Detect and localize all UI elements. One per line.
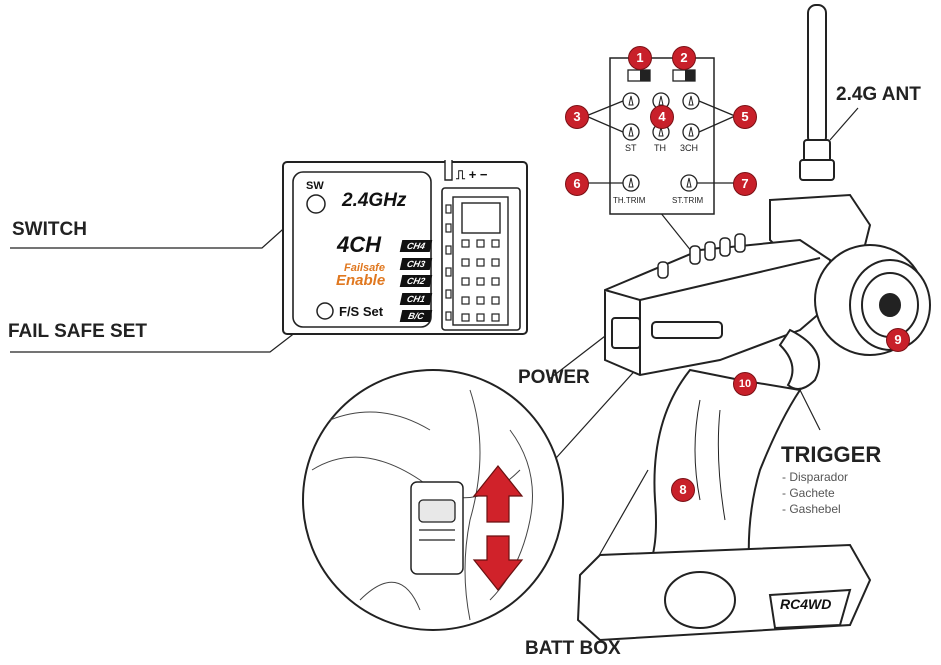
trigger-label: TRIGGER <box>781 442 882 467</box>
trigger-sub-1: - Disparador <box>782 470 849 484</box>
ch4-tag: CH4 <box>399 240 433 252</box>
badge-6: 6 <box>565 172 589 196</box>
up-arrow-icon <box>472 465 524 523</box>
power-label: POWER <box>518 367 590 388</box>
receiver-sw-text: SW <box>306 180 324 192</box>
trigger-sub-2: - Gachete <box>782 486 835 500</box>
badge-2: 2 <box>672 46 696 70</box>
down-arrow-icon <box>472 535 524 591</box>
badge-3: 3 <box>565 105 589 129</box>
ch1-tag: CH1 <box>399 293 433 305</box>
badge-4: 4 <box>650 105 674 129</box>
failsafe-text-2: Enable <box>336 272 386 289</box>
fs-set-button <box>316 302 334 320</box>
bc-tag: B/C <box>399 310 433 322</box>
receiver-box <box>282 160 528 335</box>
trim-label-st: ST.TRIM <box>672 196 704 205</box>
antenna-label: 2.4G ANT <box>836 84 921 105</box>
ch3-tag: CH3 <box>399 258 433 270</box>
badge-5: 5 <box>733 105 757 129</box>
pin-symbols: ⎍ + − <box>456 167 488 182</box>
control-panel-box <box>585 57 736 215</box>
receiver-freq-text: 2.4GHz <box>342 190 407 211</box>
fs-set-text: F/S Set <box>339 304 384 319</box>
ch2-tag: CH2 <box>399 275 433 287</box>
switch-label: SWITCH <box>12 219 87 240</box>
badge-7: 7 <box>733 172 757 196</box>
fail-safe-set-label: FAIL SAFE SET <box>8 321 148 342</box>
transmitter <box>576 4 931 642</box>
zoom-circle <box>302 369 564 631</box>
receiver-channels-text: 4CH <box>337 232 382 257</box>
trigger-sub-3: - Gashebel <box>782 502 841 516</box>
badge-1: 1 <box>628 46 652 70</box>
badge-8: 8 <box>671 478 695 502</box>
badge-9: 9 <box>886 328 910 352</box>
failsafe-text-1: Failsafe <box>344 262 385 274</box>
trim-label-th: TH.TRIM <box>613 196 646 205</box>
badge-10: 10 <box>733 372 757 396</box>
knob-label-th: TH <box>654 143 666 153</box>
sw-button <box>306 194 326 214</box>
knob-label-st: ST <box>625 143 637 153</box>
antenna-leader <box>829 107 859 141</box>
batt-box-label: BATT BOX <box>525 638 621 659</box>
knob-label-3ch: 3CH <box>680 143 699 153</box>
brand-text: RC4WD <box>780 596 832 612</box>
